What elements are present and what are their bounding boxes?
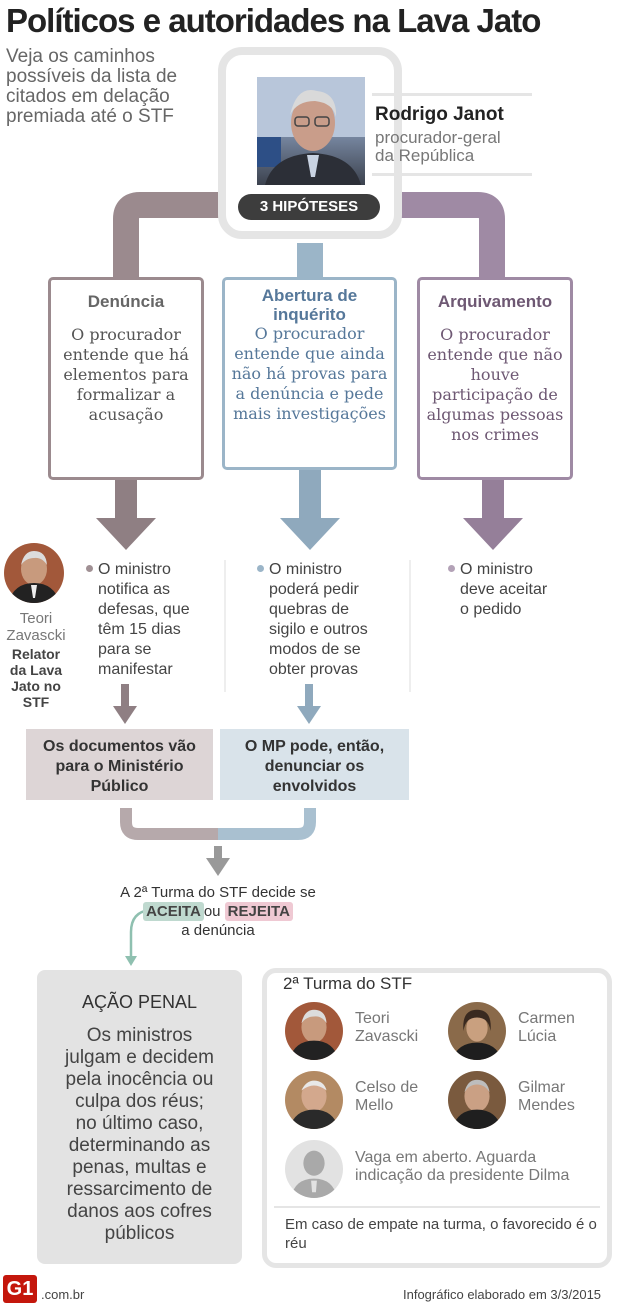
step-text: O ministro poderá pedir quebras de sigil… xyxy=(269,561,368,678)
member-name: Celso de Mello xyxy=(355,1079,419,1114)
gilmar-mendes-avatar xyxy=(448,1071,506,1129)
teori-avatar xyxy=(4,543,64,603)
bullet-dot-icon xyxy=(448,565,455,572)
celso-de-mello-avatar xyxy=(285,1071,343,1129)
tie-footnote: Em caso de empate na turma, o favorecido… xyxy=(285,1216,597,1252)
hypothesis-text: O procurador entende que há elementos pa… xyxy=(63,325,189,424)
janot-photo xyxy=(257,77,365,185)
bullet-dot-icon xyxy=(86,565,93,572)
turma-title: 2ª Turma do STF xyxy=(283,974,413,993)
footer-credit: Infográfico elaborado em 3/3/2015 xyxy=(403,1287,602,1302)
step-text: O ministro notifica as defesas, que têm … xyxy=(98,561,190,678)
step-denuncia: O ministro notifica as defesas, que têm … xyxy=(86,560,211,680)
decision-or: ou xyxy=(203,903,221,920)
carmen-lucia-avatar xyxy=(448,1002,506,1060)
reject-chip: REJEITA xyxy=(224,902,293,921)
hypothesis-denuncia: Denúncia O procurador entende que há ele… xyxy=(48,277,204,480)
outcome-mp: O MP pode, então, denunciar os envolvido… xyxy=(220,729,409,800)
footer-domain: .com.br xyxy=(41,1287,85,1302)
hypothesis-inquerito: Abertura de inquérito O procurador enten… xyxy=(222,277,397,470)
step-arquivamento: O ministro deve aceitar o pedido xyxy=(448,560,573,620)
outcome-documentos: Os documentos vão para o Ministério Públ… xyxy=(26,729,213,800)
g1-logo: G1 xyxy=(3,1275,37,1303)
infographic-title: Políticos e autoridades na Lava Jato xyxy=(6,2,541,39)
janot-role: procurador-geral da República xyxy=(375,128,501,165)
janot-name: Rodrigo Janot xyxy=(375,104,504,125)
bullet-dot-icon xyxy=(257,565,264,572)
member-name: Carmen Lúcia xyxy=(518,1010,575,1045)
decision-line3: a denúncia xyxy=(181,922,255,939)
acao-penal-text: Os ministros julgam e decidem pela inocê… xyxy=(65,1025,214,1244)
acao-penal-title: AÇÃO PENAL xyxy=(81,992,198,1012)
hypothesis-text: O procurador entende que não houve parti… xyxy=(426,325,564,444)
infographic-subtitle: Veja os caminhos possíveis da lista de c… xyxy=(6,46,178,127)
accept-chip: ACEITA xyxy=(143,902,204,921)
decision-line1: A 2ª Turma do STF decide se xyxy=(120,884,316,901)
hypothesis-title: Arquivamento xyxy=(437,292,553,311)
janot-divider-bottom xyxy=(372,173,532,176)
step-text: O ministro deve aceitar o pedido xyxy=(460,561,548,618)
relator-label: Relator da Lava Jato no STF xyxy=(9,646,63,710)
vacancy-text: Vaga em aberto. Aguarda indicação da pre… xyxy=(355,1149,570,1184)
hypothesis-title: Denúncia xyxy=(87,292,165,311)
turma-divider xyxy=(274,1206,600,1208)
step-inquerito: O ministro poderá pedir quebras de sigil… xyxy=(257,560,402,680)
acao-penal-box: AÇÃO PENAL Os ministros julgam e decidem… xyxy=(37,970,242,1264)
member-name: Gilmar Mendes xyxy=(518,1079,575,1114)
member-name: Teori Zavascki xyxy=(355,1010,419,1045)
hypothesis-title: Abertura de inquérito xyxy=(261,286,358,324)
hypotheses-badge: 3 HIPÓTESES xyxy=(238,194,380,220)
hypothesis-arquivamento: Arquivamento O procurador entende que nã… xyxy=(417,277,573,480)
janot-divider-top xyxy=(372,93,532,96)
relator-name: Teori Zavascki xyxy=(6,610,66,644)
hypothesis-text: O procurador entende que ainda não há pr… xyxy=(231,324,388,423)
vacancy-silhouette-avatar xyxy=(285,1140,343,1198)
teori-zavascki-avatar xyxy=(285,1002,343,1060)
